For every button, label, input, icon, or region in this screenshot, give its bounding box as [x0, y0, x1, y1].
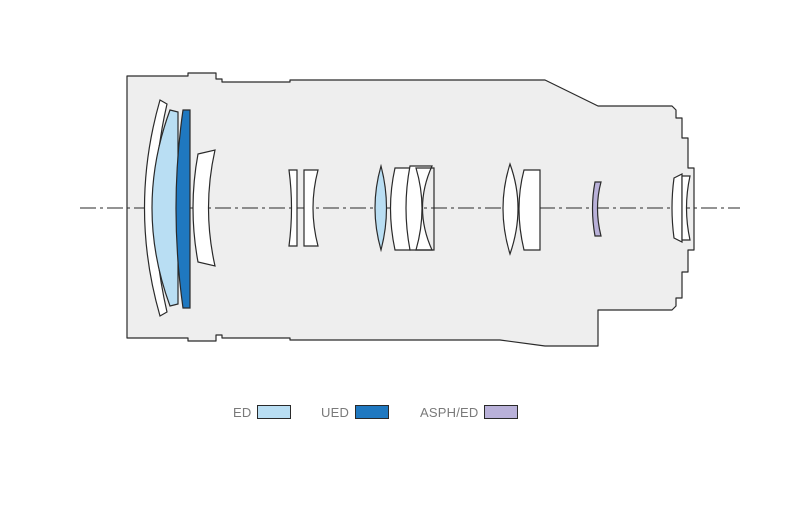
legend-item-asph-ed: ASPH/ED: [420, 402, 519, 422]
rear-meniscus-element: [671, 173, 683, 243]
legend-swatch-ued: [355, 405, 390, 419]
ed-front-element: [151, 109, 179, 307]
third-group-element-c: [415, 167, 435, 251]
legend-swatch-ed: [257, 405, 292, 419]
legend-label: ASPH/ED: [420, 404, 479, 420]
fourth-group-meniscus-element: [518, 169, 541, 251]
third-group-element-a: [389, 167, 411, 251]
legend-label: ED: [233, 404, 252, 420]
legend: ED UED ASPH/ED: [0, 402, 800, 422]
ued-front-element: [175, 109, 191, 309]
second-group-element-b: [303, 169, 319, 247]
second-group-element-a: [288, 169, 298, 247]
asph-ed-element: [591, 181, 602, 237]
rear-concave-element: [681, 175, 691, 241]
legend-item-ed: ED: [233, 402, 292, 422]
front-group-concave-element: [192, 149, 216, 267]
fourth-group-biconvex-element: [502, 162, 519, 256]
legend-swatch-asph-ed: [484, 405, 519, 419]
legend-item-ued: UED: [321, 402, 390, 422]
ed-biconvex-element: [374, 163, 388, 253]
legend-label: UED: [321, 404, 350, 420]
